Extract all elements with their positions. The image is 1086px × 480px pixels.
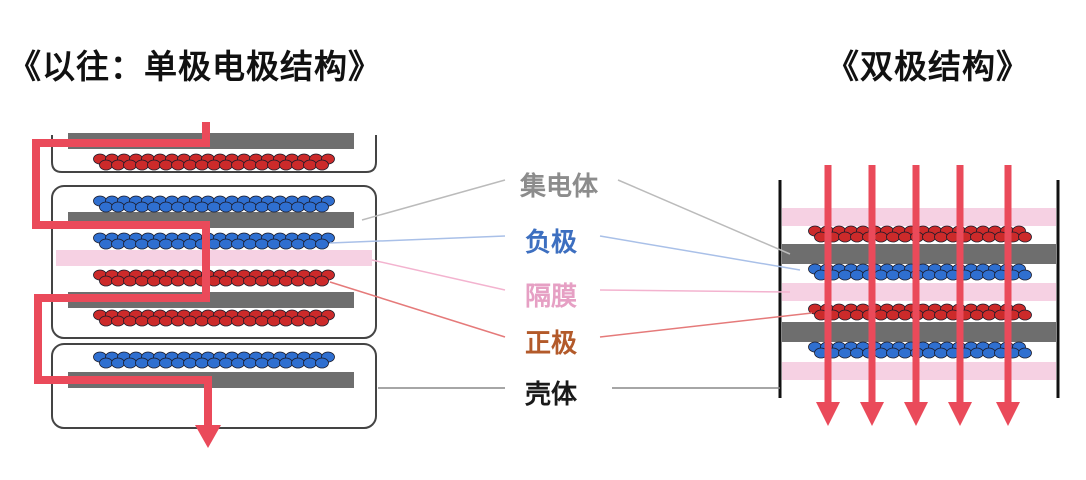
current-flow-arrowhead xyxy=(948,402,972,426)
label-case: 壳体 xyxy=(525,380,578,410)
negative-electrode-layer xyxy=(93,351,335,369)
label-separator: 隔膜 xyxy=(525,282,578,312)
negative-electrode-layer xyxy=(93,232,335,250)
cell-case-top xyxy=(51,135,377,173)
title-unipolar-structure: 《以往：单极电极结构》 xyxy=(8,47,382,86)
label-positive-electrode: 正极 xyxy=(525,329,578,359)
connector-negative-right xyxy=(599,235,801,271)
current-flow-arrowhead xyxy=(996,402,1020,426)
label-negative-electrode: 负极 xyxy=(525,228,578,258)
connector-separator-left xyxy=(371,259,506,291)
label-connectors xyxy=(329,179,813,389)
current-flow-arrowhead xyxy=(860,402,884,426)
current-flow-arrowhead xyxy=(195,425,221,448)
positive-electrode-layer xyxy=(93,269,335,287)
connector-separator-right xyxy=(599,289,791,293)
connector-positive-right xyxy=(599,312,813,338)
title-bipolar-structure: 《双极结构》 xyxy=(826,47,1030,86)
connector-collector-left xyxy=(361,179,506,221)
negative-electrode-layer xyxy=(808,263,1032,281)
current-flow-arrowhead xyxy=(816,402,840,426)
negative-electrode-layer xyxy=(808,341,1032,359)
separator-layer xyxy=(56,250,372,266)
connector-negative-left xyxy=(329,235,506,244)
cell-case-middle xyxy=(51,185,377,339)
bipolar-diagram xyxy=(778,165,1060,426)
current-flow-path xyxy=(32,122,212,432)
positive-electrode-layer xyxy=(808,225,1032,243)
negative-electrode-layer xyxy=(93,195,335,213)
unipolar-diagram xyxy=(32,122,377,448)
current-flow-arrowhead xyxy=(904,402,928,426)
label-collector: 集电体 xyxy=(520,172,599,202)
positive-electrode-layer xyxy=(93,309,335,327)
connector-positive-left xyxy=(329,281,506,338)
positive-electrode-layer xyxy=(93,153,335,171)
connector-collector-right xyxy=(617,179,791,255)
positive-electrode-layer xyxy=(808,303,1032,321)
